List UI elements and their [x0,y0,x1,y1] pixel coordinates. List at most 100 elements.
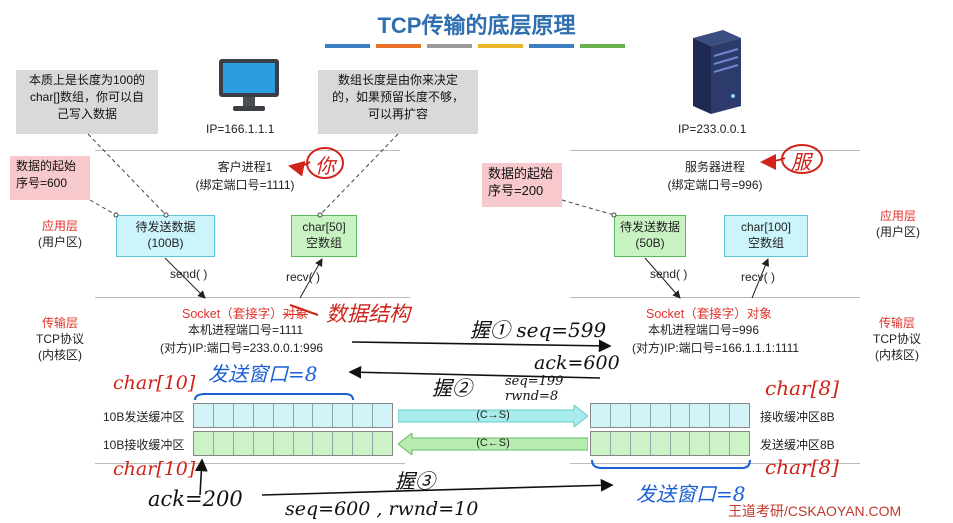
note-line: 数组长度是由你来决定 [337,73,458,87]
hand-char10-bottom: char[10] [113,458,196,480]
server-send-buffer [590,431,750,456]
title-stripe [427,44,472,48]
buffer-cell [373,432,393,455]
server-send-call: send( ) [650,267,688,281]
server-pointer [760,153,786,170]
you-circle [306,147,344,179]
server-send-data-box: 待发送数据 (50B) [614,215,686,257]
note-pointer-dot [317,212,323,218]
bottom-line-left [95,463,405,464]
server-socket-label: Socket（套接字）对象 [646,307,772,321]
hand-data-structure: 数据结构 [326,302,410,326]
box-line: 待发送数据 [135,220,196,234]
buffer-cell [710,432,731,455]
transport-layer-label-left: 传输层 TCP协议 (内核区) [25,315,95,363]
pipe-s-to-c-label: (C←S) [476,437,510,449]
note-line: 序号=600 [16,176,68,190]
hand-handshake-3: 握③ [395,469,435,493]
title-stripe [580,44,625,48]
note-line: 数据的起始 [16,159,77,173]
you-pointer [288,160,311,177]
hand-seq600-rwnd10: seq=600 , rwnd=10 [285,498,479,520]
send-arrow [164,257,206,299]
server-recv-buffer-label: 接收缓冲区8B [760,410,835,424]
server-recv-array-box: char[100] 空数组 [724,215,808,257]
note-line: 可以再扩容 [367,107,428,121]
handshake-2-arrow [348,365,601,379]
layer-sub: (用户区) [38,235,82,249]
buffer-cell [610,404,631,427]
note-line: 的，如果预留长度不够， [331,90,464,104]
hand-ack200: ack=200 [148,487,243,511]
layer-name: 传输层 [878,316,915,330]
title-stripe [529,44,574,48]
bottom-line-right [570,463,860,464]
hand-ack600: ack=600 [534,352,620,374]
send-window-brace-left [194,393,354,401]
client-recv-array-box: char[50] 空数组 [291,215,357,257]
note-pointer-dot [113,212,119,218]
box-line: 待发送数据 [619,220,680,234]
client-seq-note: 数据的起始 序号=600 [10,156,90,200]
note-line: 己写入数据 [56,107,117,121]
buffer-cell [710,404,731,427]
hand-char10-top: char[10] [113,372,196,394]
buffer-cell [293,404,314,427]
server-icon [693,30,741,114]
app-layer-label-left: 应用层 (用户区) [30,218,90,250]
send-arrow [644,257,681,299]
box-line: (50B) [635,236,665,250]
buffer-cell [313,432,334,455]
title-stripes [325,44,625,48]
hand-char8-top: char[8] [765,376,839,400]
buffer-cell [213,404,234,427]
client-ip: IP=166.1.1.1 [206,122,275,136]
title-stripe [325,44,370,48]
note-pointer [87,133,167,216]
note-line: 本质上是长度为100的 [28,73,146,87]
struck-mark [289,304,319,316]
box-line: 空数组 [305,236,342,250]
layer-sub: TCP协议 [872,332,921,346]
layer-name: 应用层 [41,219,78,233]
note-line: 序号=200 [488,183,544,198]
buffer-cell [194,404,214,427]
buffer-cell [630,432,651,455]
box-line: char[100] [740,220,792,234]
handshake-1-arrow [351,339,612,353]
box-line: char[50] [302,220,346,234]
layer-name: 应用层 [879,209,916,223]
pipe-s-to-c [398,433,588,455]
buffer-cell [373,404,393,427]
buffer-cell [253,404,274,427]
note-char-array: 本质上是长度为100的 char[]数组，你可以自 己写入数据 [16,70,158,134]
buffer-cell [333,432,354,455]
pipe-c-to-s-label: (C→S) [476,409,510,421]
hand-send-window-left: 发送窗口=8 [208,362,318,386]
note-pointer-dot [163,212,169,218]
client-send-buffer [193,403,393,428]
buffer-cell [591,432,611,455]
send-window-brace-right [591,459,751,469]
buffer-cell [233,432,254,455]
recv-arrow [751,258,770,299]
hand-seq199: seq=199 [505,374,564,389]
buffer-cell [273,432,294,455]
buffer-cell [730,404,749,427]
note-array-length: 数组长度是由你来决定 的，如果预留长度不够， 可以再扩容 [318,70,478,134]
transport-layer-label-right: 传输层 TCP协议 (内核区) [862,315,932,363]
layer-sub: TCP协议 [35,332,84,346]
client-local-port: 本机进程端口号=1111 [188,323,304,337]
server-send-buffer-label: 发送缓冲区8B [760,438,835,452]
buffer-cell [333,404,354,427]
client-send-call: send( ) [170,267,208,281]
hand-send-window-right: 发送窗口=8 [636,482,746,506]
buffer-cell [670,404,691,427]
note-pointer [561,199,615,216]
server-local-port: 本机进程端口号=996 [648,323,760,337]
app-layer-line-right [570,150,860,151]
layer-name: 传输层 [41,316,78,330]
note-line: char[]数组，你可以自 [29,90,144,104]
note-pointer [89,199,117,216]
